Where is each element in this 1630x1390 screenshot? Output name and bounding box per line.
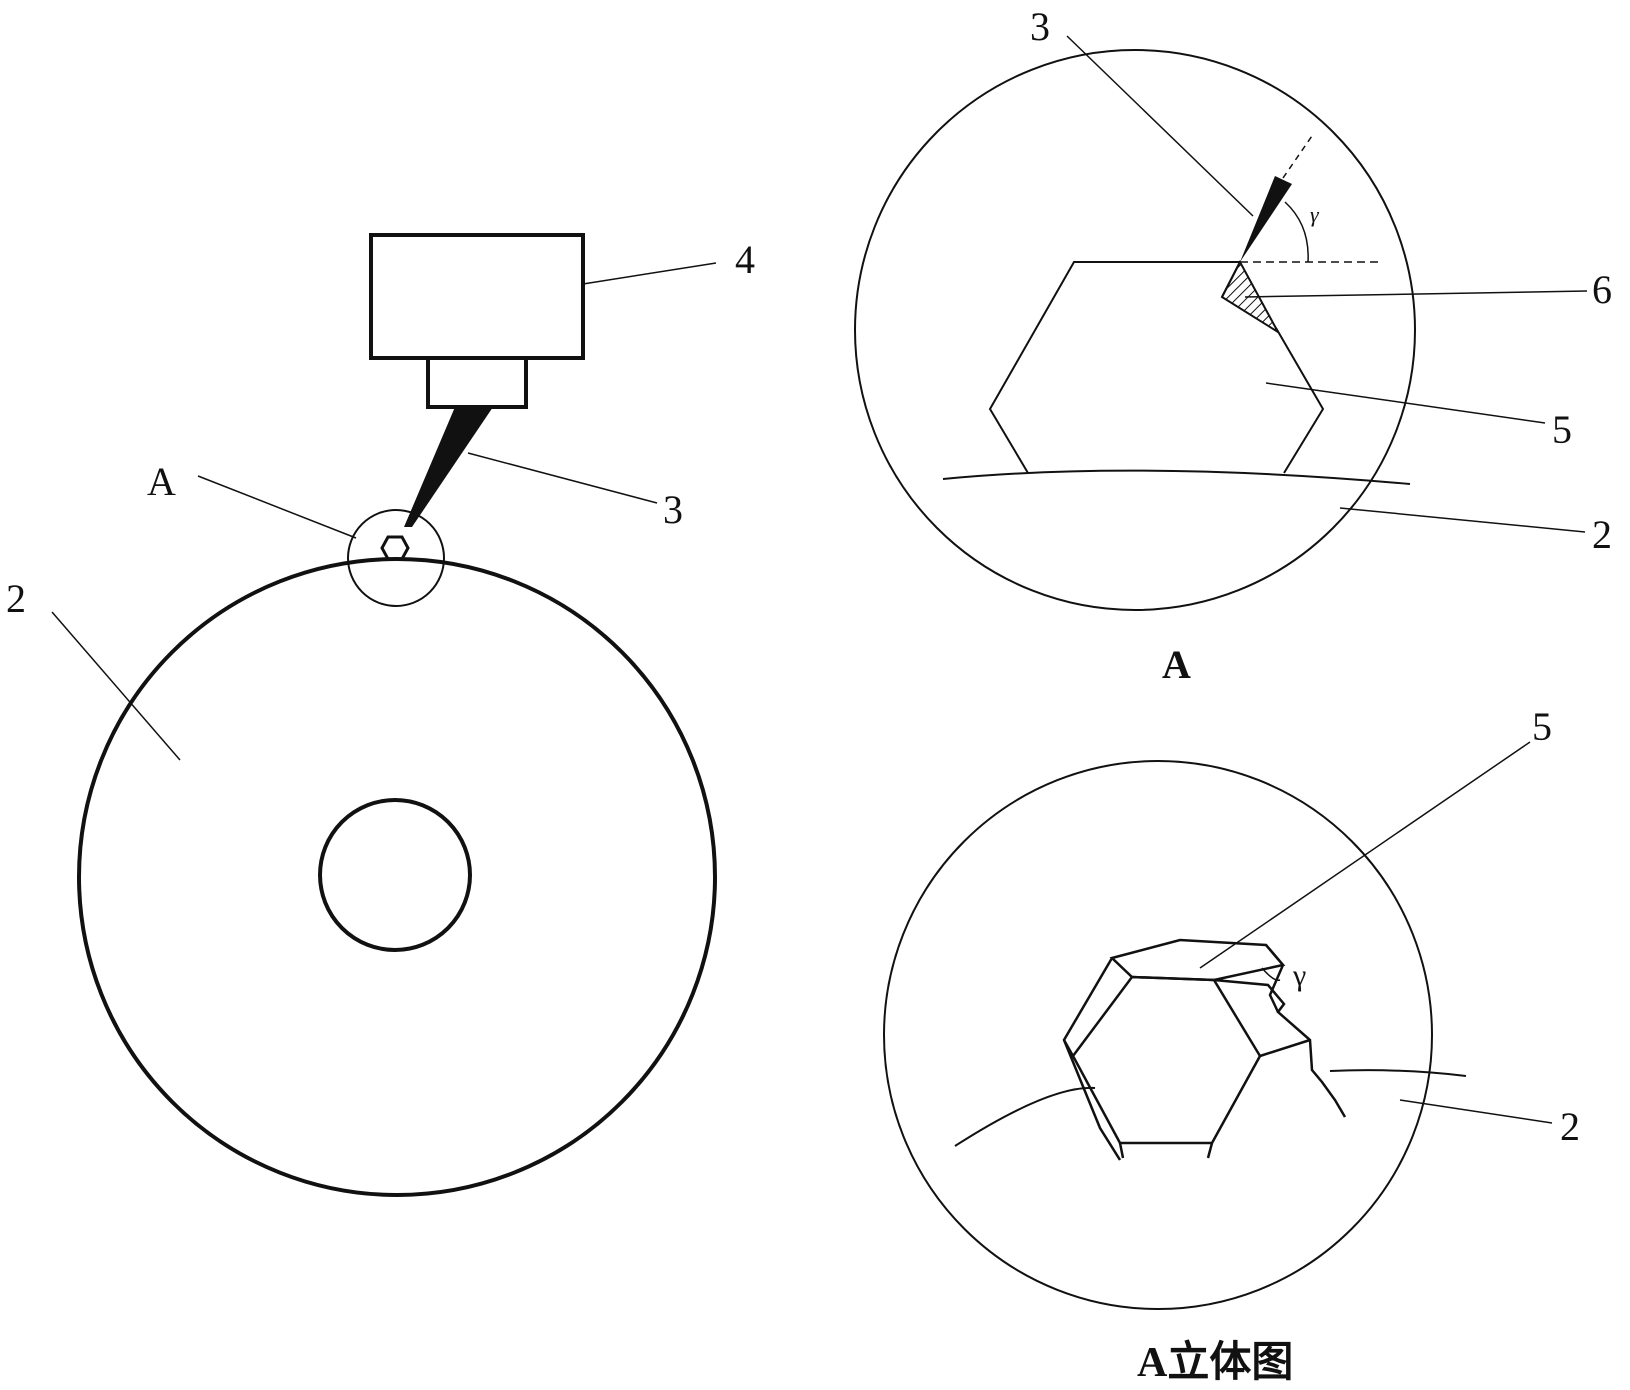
leader-2 [51,611,181,761]
label-3: 3 [663,487,683,532]
grinding-wheel-hole [318,798,472,952]
detail-A: γ 3 6 5 2 A [854,4,1612,687]
angle-arc-3d [1261,967,1281,981]
angle-symbol-3d: γ [1292,959,1306,992]
grain-5-right [1275,327,1325,474]
device-body [369,233,585,360]
detail-A-circle [854,49,1416,611]
label-2: 2 [1560,1104,1580,1149]
grain-small [380,535,410,561]
grain-5-outline [988,261,1240,474]
leader-3 [467,452,658,504]
label-2: 2 [6,576,26,621]
caption-A-3d: A立体图 [1137,1339,1293,1386]
wheel-surface-arc [954,1086,1096,1147]
leader-5 [1199,741,1531,969]
label-6: 6 [1592,267,1612,312]
grain-left-edge [1062,1039,1075,1057]
zoom-circle-A [347,509,445,607]
label-A: A [147,459,176,504]
grain-left-face [1062,957,1122,1161]
leader-6 [1244,290,1588,298]
caption-A: A [1162,642,1191,687]
main-view: 4 3 A 2 [6,233,755,1197]
detail-A-3d-circle [883,760,1433,1310]
leader-5 [1265,382,1546,424]
grain-notch [1268,964,1285,1013]
device-nozzle-mount [426,356,528,409]
notch-edge [1221,261,1241,298]
angle-symbol: γ [1310,202,1320,227]
label-4: 4 [735,237,755,282]
label-2: 2 [1592,512,1612,557]
grain-top-face [1109,938,1286,982]
grain-bottom-right [1206,1142,1214,1159]
leader-A [197,475,357,539]
label-5: 5 [1552,407,1572,452]
leader-3 [1066,35,1254,217]
beam-cone [404,407,493,527]
label-5: 5 [1532,704,1552,749]
grain-bottom-left [1118,1142,1125,1159]
label-3: 3 [1030,4,1050,49]
leader-4 [582,262,717,285]
leader-2 [1399,1099,1553,1124]
grain-front-face [1071,975,1262,1145]
grinding-wheel-outer [77,557,717,1197]
grain-3d [1062,938,1347,1161]
grain-back-edge [1265,944,1284,966]
wheel-surface-arc-right [1329,1069,1467,1077]
beam-axis-dashed [1282,132,1315,179]
wheel-surface-arc [942,469,1411,485]
grain-right-edge [1259,1038,1311,1058]
angle-arc [1284,201,1309,263]
detail-A-3d: γ 5 2 A立体图 [883,704,1580,1386]
beam-wedge [1240,176,1292,262]
leader-2 [1339,507,1586,533]
